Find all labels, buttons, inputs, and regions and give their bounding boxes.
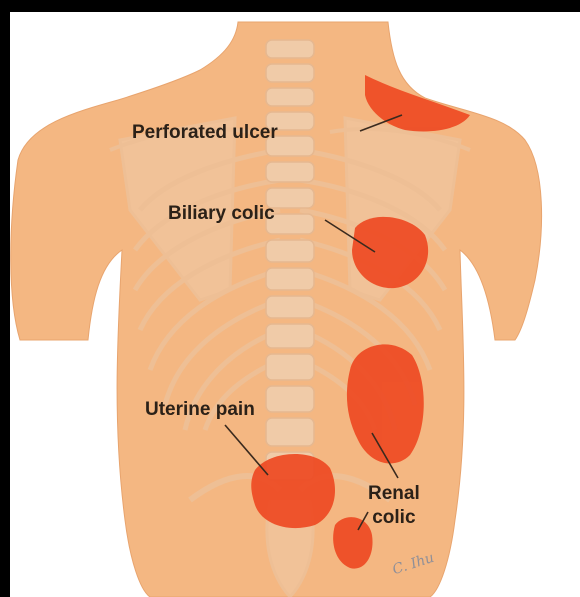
vertebra [266, 268, 314, 290]
vertebra [266, 240, 314, 262]
vertebra [266, 40, 314, 58]
vertebra [266, 64, 314, 82]
renal-colic-label: Renal colic [368, 482, 420, 530]
vertebra [266, 386, 314, 412]
vertebra [266, 418, 314, 446]
vertebra [266, 88, 314, 106]
vertebra [266, 296, 314, 318]
uterine-pain-label: Uterine pain [145, 398, 255, 422]
vertebra [266, 162, 314, 182]
uterine-pain-area [251, 454, 335, 528]
vertebra [266, 324, 314, 348]
vertebra [266, 354, 314, 380]
perforated-ulcer-label: Perforated ulcer [132, 121, 278, 145]
biliary-colic-label: Biliary colic [168, 202, 275, 226]
